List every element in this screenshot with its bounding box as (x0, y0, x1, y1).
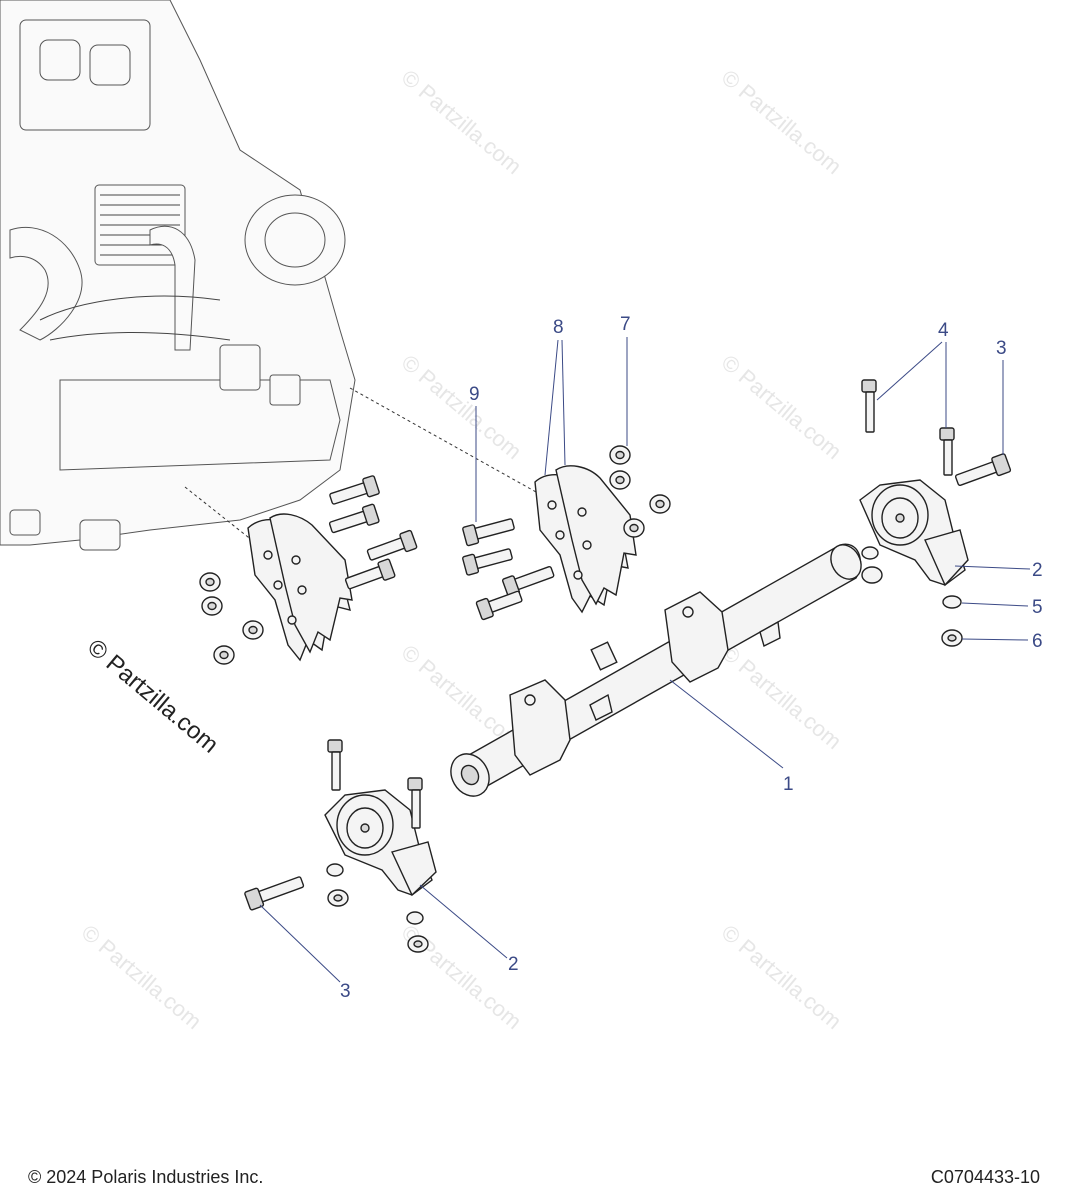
left-washers-nuts (326, 863, 429, 953)
leader-8a (544, 339, 559, 476)
right-vertical-bolts (861, 379, 955, 476)
callout-numbers: 1 2 2 3 3 4 5 6 7 8 9 (340, 314, 1043, 1002)
leader-1 (669, 679, 784, 769)
callout-7: 7 (620, 314, 631, 335)
watermark-text: © Partzilla.com (717, 640, 847, 754)
watermark-text: © Partzilla.com (77, 920, 207, 1034)
right-pillow-block (859, 479, 969, 587)
right-washers-nuts (861, 546, 963, 647)
alignment-line-right (349, 387, 546, 498)
leader-8b (561, 339, 566, 466)
callout-4: 4 (938, 320, 949, 341)
left-bolt-set (328, 475, 418, 590)
leader-3-left (259, 904, 341, 983)
callout-9: 9 (469, 384, 480, 405)
callout-3-right: 3 (996, 338, 1007, 359)
leader-2-left (419, 884, 508, 959)
leader-2-right (954, 565, 1031, 570)
left-nut-set (199, 572, 264, 665)
engine-block (0, 0, 356, 551)
drawing-code: C0704433-10 (930, 1167, 1040, 1187)
callout-8: 8 (553, 317, 564, 338)
leader-4a (876, 341, 943, 401)
left-horizontal-bolt (244, 876, 305, 911)
leader-lines (259, 337, 1031, 983)
copyright-text: © 2024 Polaris Industries Inc. (28, 1167, 264, 1187)
left-pillow-block (324, 789, 437, 897)
callout-3-left: 3 (340, 981, 351, 1002)
watermark-text: © Partzilla.com (717, 920, 847, 1034)
watermark-text: © Partzilla.com (717, 350, 847, 464)
main-tube-shaft (450, 543, 862, 797)
callout-2-left: 2 (508, 954, 519, 975)
callout-1: 1 (783, 774, 794, 795)
callout-2-right: 2 (1032, 560, 1043, 581)
left-vertical-bolts (327, 739, 423, 829)
watermark-text: © Partzilla.com (397, 350, 527, 464)
partzilla-watermark: © Partzilla.com (82, 634, 223, 759)
watermark-text: © Partzilla.com (397, 65, 527, 179)
middle-bolt-set (462, 518, 555, 621)
watermark-text: © Partzilla.com (717, 65, 847, 179)
right-horizontal-bolt (954, 453, 1012, 487)
callout-6: 6 (1032, 631, 1043, 652)
right-nut-set (609, 445, 671, 538)
right-bracket-plate (534, 465, 637, 614)
left-bracket-plate (247, 513, 353, 662)
leader-5 (961, 602, 1029, 607)
leader-6 (961, 638, 1029, 641)
callout-5: 5 (1032, 597, 1043, 618)
